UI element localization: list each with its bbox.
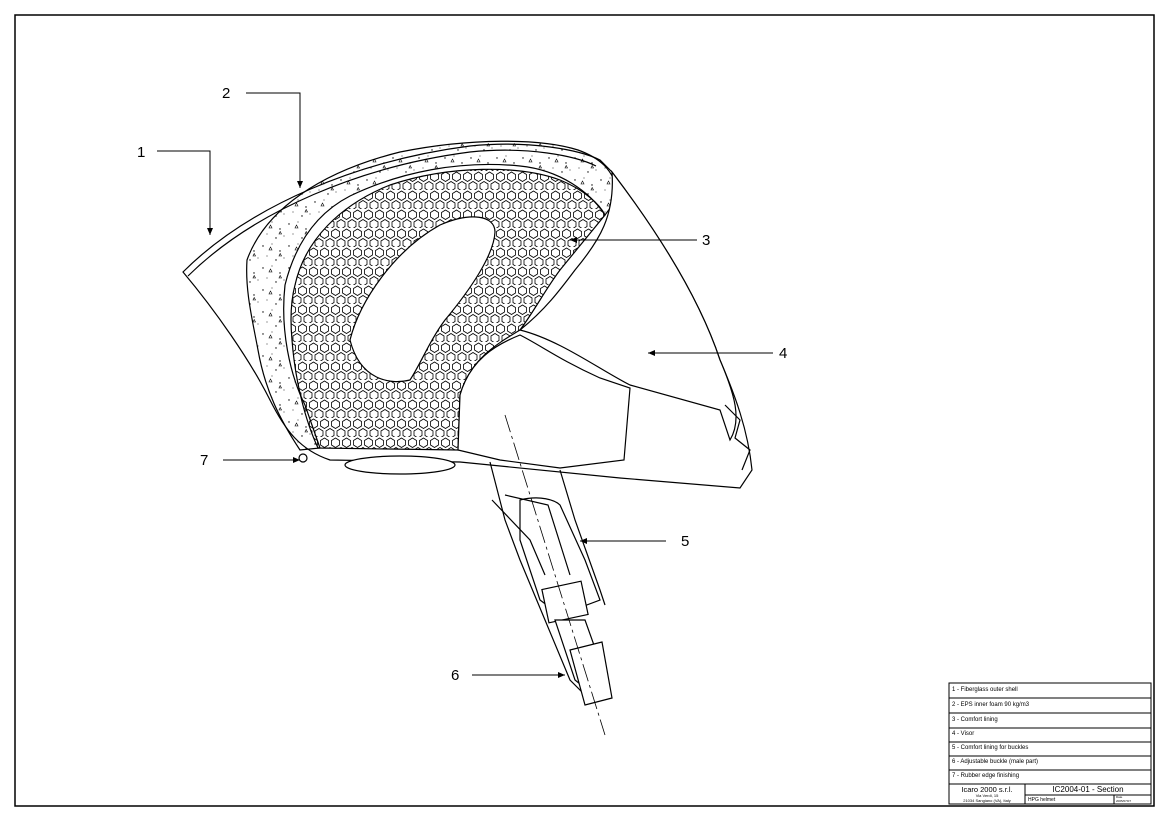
leader-2 bbox=[246, 92, 303, 188]
visor bbox=[518, 170, 737, 442]
date-value: 2005/07/07 bbox=[1116, 799, 1132, 803]
buckle-grip bbox=[569, 641, 613, 706]
product-name: HPG helmet bbox=[1028, 797, 1056, 803]
rubber-edge bbox=[344, 455, 456, 475]
legend-item: 1 - Fiberglass outer shell bbox=[952, 687, 1018, 693]
legend-item: 2 - EPS inner foam 90 kg/m3 bbox=[952, 702, 1030, 708]
leader-lines bbox=[157, 92, 773, 678]
callout-5: 5 bbox=[681, 533, 690, 550]
buckle bbox=[541, 580, 589, 624]
legend-item: 4 - Visor bbox=[952, 731, 975, 737]
leader-1 bbox=[157, 150, 213, 235]
callout-1: 1 bbox=[137, 144, 146, 161]
company-name: Icaro 2000 s.r.l. bbox=[961, 785, 1013, 794]
drawing-frame bbox=[14, 14, 1155, 807]
callout-4: 4 bbox=[779, 345, 788, 362]
helmet-section bbox=[182, 140, 753, 736]
company-address-1: Via Verdi, 15 bbox=[975, 793, 999, 798]
callout-6: 6 bbox=[451, 667, 460, 684]
lining-cutout bbox=[349, 216, 496, 383]
callout-2: 2 bbox=[222, 85, 231, 102]
legend-item: 7 - Rubber edge finishing bbox=[952, 773, 1020, 779]
title-block-grid bbox=[948, 682, 1152, 805]
date-label: Date bbox=[1116, 795, 1123, 799]
legend-item: 3 - Comfort lining bbox=[952, 717, 998, 723]
company-address-2: 21034 Sangiano (VA), Italy bbox=[963, 798, 1011, 803]
drawing-title: IC2004-01 - Section bbox=[1052, 785, 1124, 794]
center-axis bbox=[504, 414, 606, 736]
callout-3: 3 bbox=[702, 232, 711, 249]
cheek-pad bbox=[457, 334, 631, 469]
legend-item: 5 - Comfort lining for buckles bbox=[952, 745, 1029, 751]
callout-7: 7 bbox=[200, 452, 209, 469]
eps-foam bbox=[246, 140, 621, 451]
legend-item: 6 - Adjustable buckle (male part) bbox=[952, 759, 1039, 765]
